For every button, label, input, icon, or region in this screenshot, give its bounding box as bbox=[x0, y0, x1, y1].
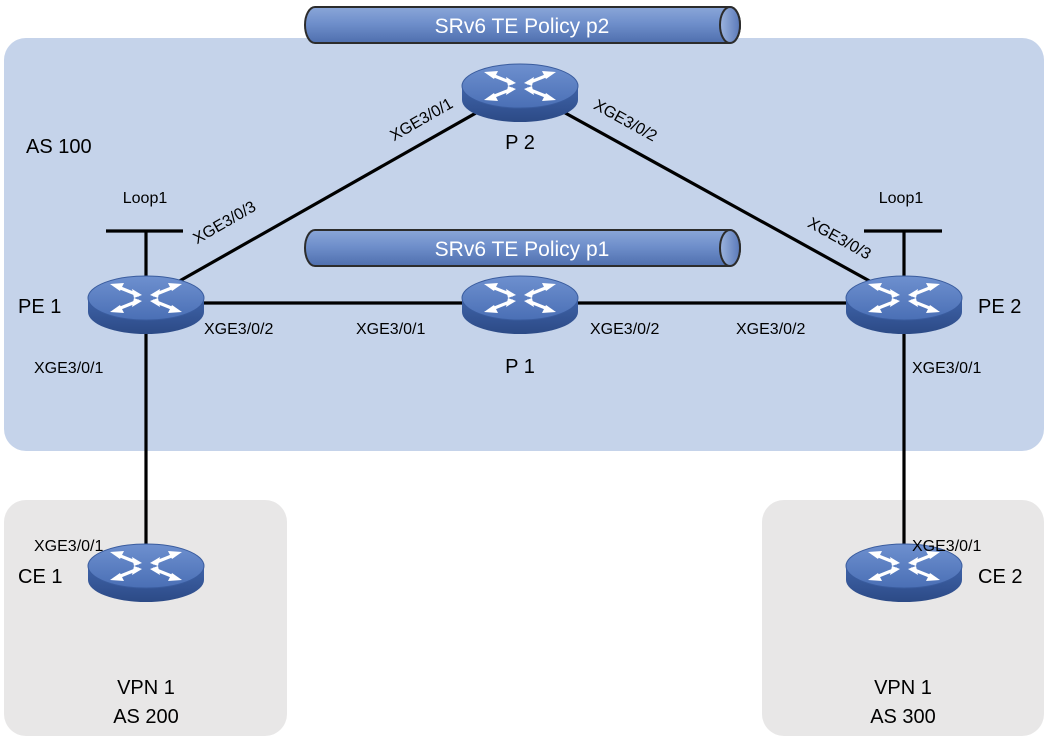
site-left-as-label: AS 200 bbox=[113, 706, 179, 728]
router-icon-pe2[interactable] bbox=[844, 274, 964, 336]
ce2-name: CE 2 bbox=[978, 566, 1022, 588]
site-left-vpn-label: VPN 1 bbox=[117, 677, 175, 699]
router-icon-pe1[interactable] bbox=[86, 274, 206, 336]
tunnel-p1-label: SRv6 TE Policy p1 bbox=[435, 238, 610, 261]
link-p2-pe2 bbox=[519, 86, 905, 302]
pe2-xge302-label: XGE3/0/2 bbox=[736, 321, 805, 338]
router-icon-p1[interactable] bbox=[460, 274, 580, 336]
p1-name: P 1 bbox=[505, 356, 535, 378]
link-pe1-p2 bbox=[145, 86, 521, 302]
as100-label: AS 100 bbox=[26, 136, 92, 158]
p1-xge302-label: XGE3/0/2 bbox=[590, 321, 659, 338]
ce1-xge301-label: XGE3/0/1 bbox=[34, 538, 103, 555]
vpn1-as200-area bbox=[4, 500, 287, 736]
srv6-te-policy-p2-tunnel: SRv6 TE Policy p2 bbox=[304, 6, 741, 44]
pe1-xge302-label: XGE3/0/2 bbox=[204, 321, 273, 338]
router-icon-p2[interactable] bbox=[460, 62, 580, 124]
p1-xge301-label: XGE3/0/1 bbox=[356, 321, 425, 338]
pe2-loopback-label: Loop1 bbox=[879, 190, 924, 207]
srv6-te-policy-p1-tunnel: SRv6 TE Policy p1 bbox=[304, 229, 741, 267]
ce2-xge301-label: XGE3/0/1 bbox=[912, 538, 981, 555]
router-icon-ce1[interactable] bbox=[86, 542, 206, 604]
p2-name: P 2 bbox=[505, 132, 535, 154]
pe1-name: PE 1 bbox=[18, 296, 61, 318]
tunnel-p2-label: SRv6 TE Policy p2 bbox=[435, 15, 610, 38]
vpn1-as300-area bbox=[762, 500, 1044, 736]
site-right-as-label: AS 300 bbox=[870, 706, 936, 728]
pe1-xge301-label: XGE3/0/1 bbox=[34, 360, 103, 377]
pe2-name: PE 2 bbox=[978, 296, 1021, 318]
site-right-vpn-label: VPN 1 bbox=[874, 677, 932, 699]
ce1-name: CE 1 bbox=[18, 566, 62, 588]
pe2-xge301-label: XGE3/0/1 bbox=[912, 360, 981, 377]
pe1-loopback-label: Loop1 bbox=[123, 190, 168, 207]
